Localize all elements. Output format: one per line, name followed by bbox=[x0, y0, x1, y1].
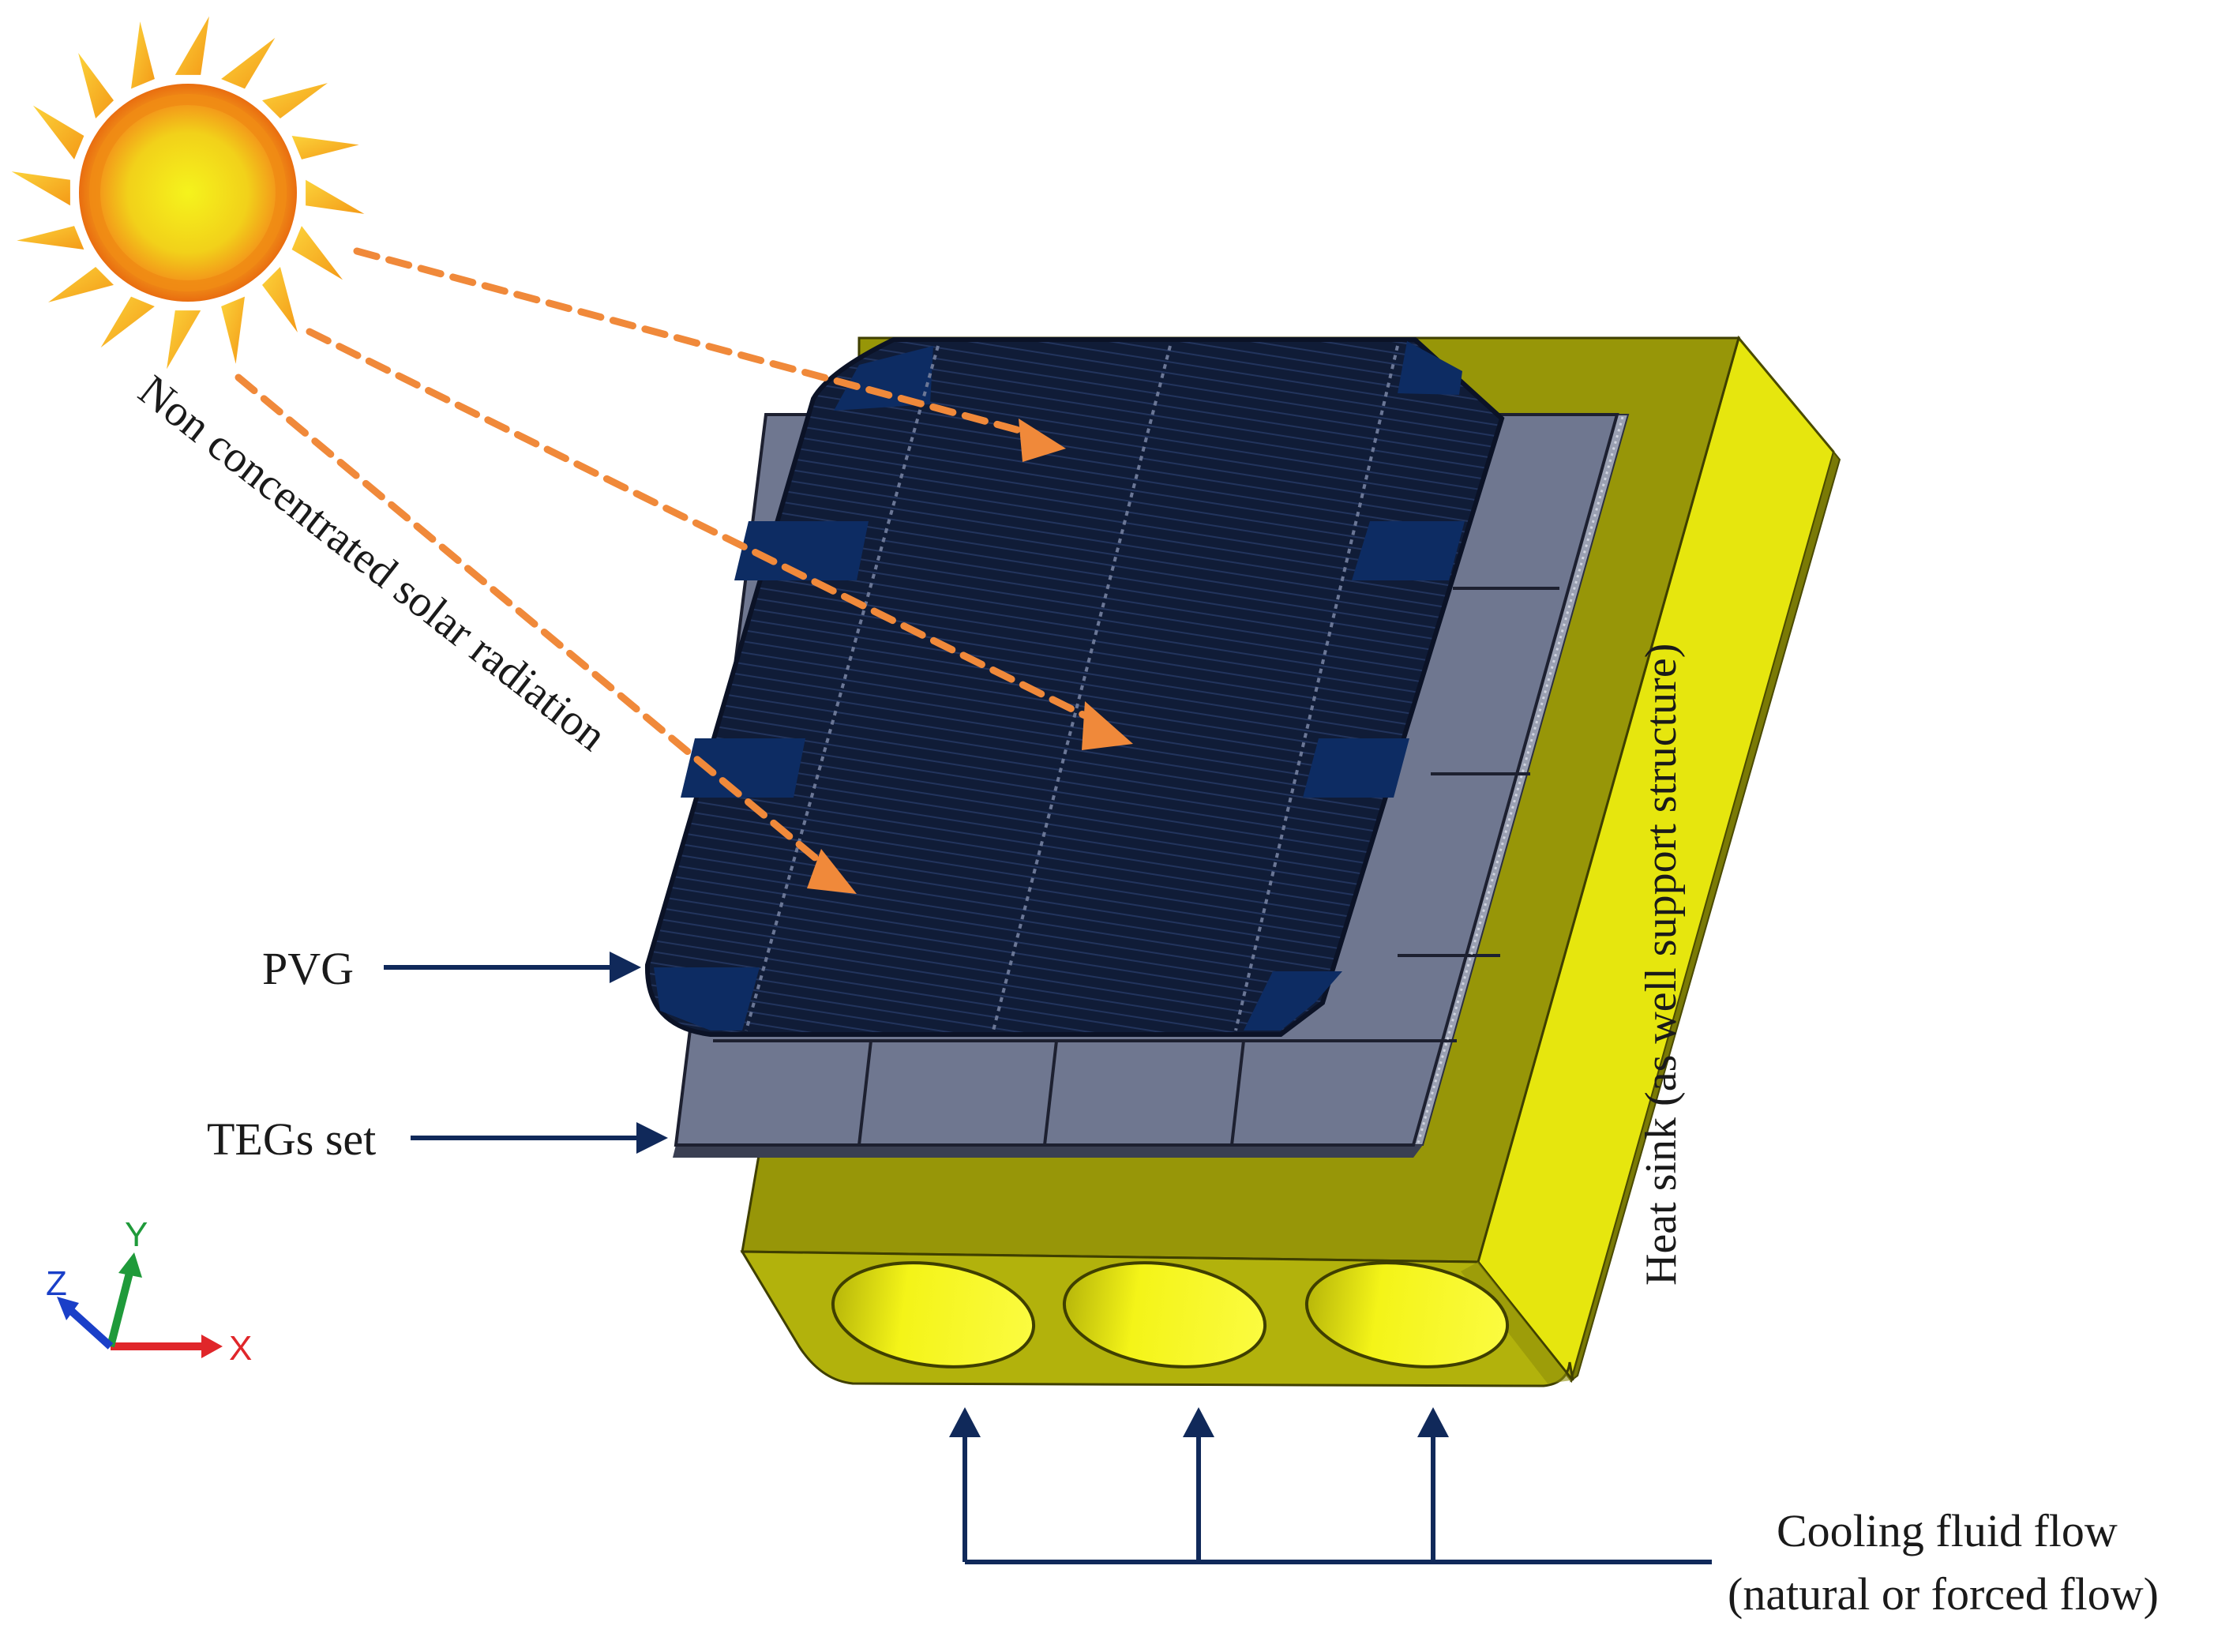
sun-ray bbox=[291, 136, 359, 160]
pv-corner-pads bbox=[654, 341, 1465, 1031]
cooling-channel-hole bbox=[831, 1261, 1036, 1369]
sun-ray bbox=[262, 267, 298, 332]
pvg-label: PVG bbox=[262, 943, 354, 994]
cooling-channel-hole bbox=[1304, 1261, 1510, 1369]
sun-ray bbox=[32, 105, 84, 160]
heat-sink-label: Heat sink (as well support structure) bbox=[1637, 644, 1686, 1286]
radiation-arrowhead bbox=[1082, 701, 1133, 750]
sun-ray bbox=[100, 296, 155, 348]
coordinate-axes-icon: X Y Z bbox=[46, 1215, 252, 1368]
cooling-channel-hole bbox=[1062, 1261, 1267, 1369]
radiation-arrows bbox=[235, 247, 1108, 877]
pv-busbars bbox=[745, 345, 1399, 1031]
cooling-flow-label-line1: Cooling fluid flow bbox=[1777, 1505, 2118, 1556]
radiation-arrowhead bbox=[1019, 419, 1066, 462]
sun-ray bbox=[221, 37, 276, 89]
radiation-arrow bbox=[306, 328, 1108, 729]
radiation-arrowhead bbox=[807, 849, 857, 894]
radiation-arrow bbox=[235, 374, 837, 877]
radiation-arrowheads bbox=[807, 419, 1133, 894]
radiation-arrow bbox=[353, 247, 1032, 437]
axis-x-label: X bbox=[229, 1329, 252, 1368]
sun-disc bbox=[79, 84, 297, 302]
sun-icon bbox=[11, 16, 365, 370]
cooling-flow-label-line2: (natural or forced flow) bbox=[1728, 1568, 2159, 1620]
sun-ray bbox=[262, 83, 328, 118]
sun-ray bbox=[291, 226, 343, 280]
sun-ray bbox=[174, 16, 209, 75]
axis-z-label: Z bbox=[46, 1264, 67, 1303]
cooling-flow-arrows bbox=[963, 1428, 1712, 1564]
axis-y-label: Y bbox=[125, 1215, 148, 1254]
sun-ray bbox=[131, 21, 155, 89]
sun-rays bbox=[11, 16, 365, 370]
sun-ray bbox=[48, 267, 114, 302]
tegs-label: TEGs set bbox=[207, 1113, 376, 1165]
sun-ray bbox=[221, 296, 245, 364]
sun-ray bbox=[11, 171, 70, 206]
pv-panel bbox=[644, 337, 1505, 1037]
pv-generator bbox=[644, 337, 1505, 1037]
radiation-label: Non concentrated solar radiation bbox=[129, 366, 615, 760]
sun-ray bbox=[17, 226, 84, 250]
label-arrows bbox=[384, 965, 649, 1140]
cooling-channel-holes bbox=[831, 1261, 1510, 1369]
sun-ray bbox=[167, 310, 201, 370]
sun-ray bbox=[306, 179, 365, 214]
sun-ray bbox=[78, 53, 114, 118]
